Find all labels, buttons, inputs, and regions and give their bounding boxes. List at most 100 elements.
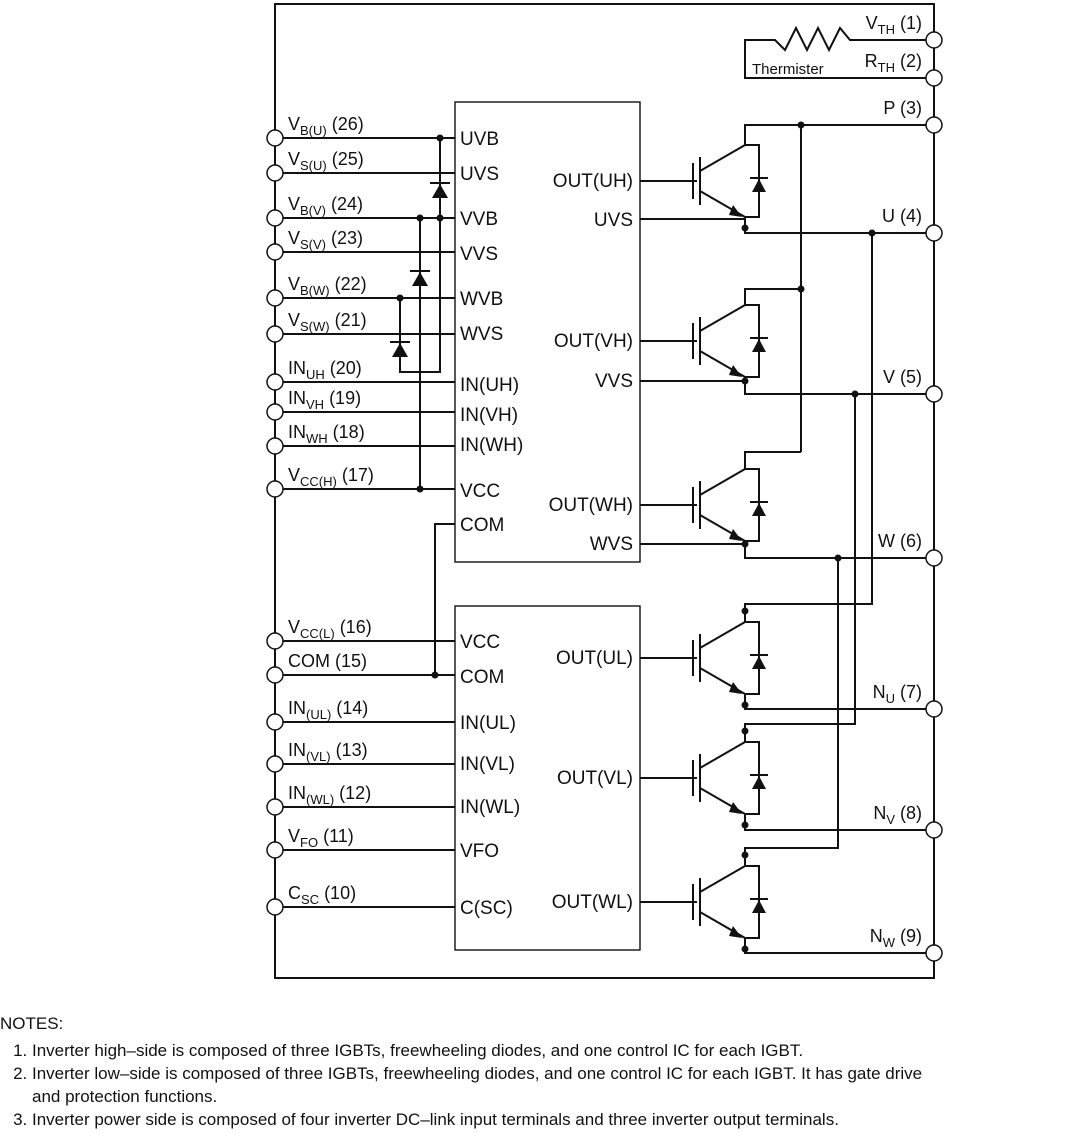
notes-section: NOTES: Inverter high–side is composed of… (0, 1012, 1080, 1131)
right-pin-labels: VTH (1)RTH (2)P (3)U (4)V (5)W (6)NU (7)… (865, 13, 922, 950)
right-pin-label: W (6) (878, 531, 922, 551)
high-side-ic (454, 101, 641, 563)
right-terminals (925, 31, 943, 962)
module-circuit-diagram: Thermister (266, 3, 943, 979)
right-terminal (925, 549, 943, 567)
left-terminal (266, 243, 284, 261)
left-pin-label: IN(WL) (12) (288, 783, 371, 807)
right-pin-label: NW (9) (870, 926, 922, 950)
ic-output-label: OUT(WH) (549, 495, 633, 516)
left-pin-label: VS(W) (21) (288, 310, 367, 334)
left-pin-label: IN(UL) (14) (288, 698, 368, 722)
ic-output-label: OUT(UL) (556, 648, 633, 669)
ic-input-label: IN(WL) (460, 797, 520, 818)
left-terminal (266, 289, 284, 307)
notes-list: Inverter high–side is composed of three … (0, 1039, 1080, 1131)
left-pin-label: INWH (18) (288, 422, 365, 446)
left-terminal (266, 798, 284, 816)
ic-input-label: VVS (460, 244, 498, 265)
left-pin-labels: VB(U) (26) VS(U) (25) VB(V) (24) VS(V) (23)… (288, 114, 374, 907)
left-terminal (266, 325, 284, 343)
left-pin-label: VCC(L) (16) (288, 617, 372, 641)
ic-input-label: COM (460, 515, 504, 536)
left-terminal (266, 373, 284, 391)
ic-input-label: IN(VL) (460, 754, 515, 775)
right-terminal (925, 821, 943, 839)
right-terminal (925, 224, 943, 242)
left-terminal (266, 898, 284, 916)
ic-output-label: OUT(UH) (553, 171, 633, 192)
ic-input-label: UVS (460, 164, 499, 185)
left-pin-label: VS(V) (23) (288, 228, 363, 252)
left-terminal (266, 164, 284, 182)
ic-output-label: OUT(VL) (557, 768, 633, 789)
ic-input-label: IN(UH) (460, 375, 519, 396)
ic-input-label: COM (460, 667, 504, 688)
left-terminal (266, 632, 284, 650)
left-pin-label: VB(W) (22) (288, 274, 367, 298)
left-terminal (266, 480, 284, 498)
notes-title: NOTES: (0, 1014, 64, 1033)
ic-output-label: OUT(VH) (554, 331, 633, 352)
right-terminal (925, 385, 943, 403)
left-pin-label: VB(U) (26) (288, 114, 364, 138)
ic-input-label: IN(UL) (460, 713, 516, 734)
left-pin-label: INVH (19) (288, 388, 361, 412)
ic-output-label: WVS (590, 534, 633, 555)
left-terminal (266, 129, 284, 147)
right-pin-label: NU (7) (873, 682, 922, 706)
left-pin-label: COM (15) (288, 651, 367, 671)
left-pin-label: INUH (20) (288, 358, 362, 382)
left-pin-label: IN(VL) (13) (288, 740, 368, 764)
right-pin-label: RTH (2) (865, 51, 922, 75)
bootstrap-diode-w (392, 343, 408, 357)
left-terminal (266, 209, 284, 227)
thermistor-label: Thermister (752, 61, 824, 78)
ic-output-label: VVS (595, 371, 633, 392)
right-pin-label: P (3) (883, 98, 922, 118)
ic-input-label: VCC (460, 481, 500, 502)
bootstrap-diodes (390, 134, 450, 679)
left-pin-label: VS(U) (25) (288, 149, 364, 173)
ic-input-label: IN(VH) (460, 405, 518, 426)
note-item: Inverter power side is composed of four … (32, 1108, 1080, 1131)
ic-input-label: IN(WH) (460, 435, 523, 456)
left-terminal (266, 841, 284, 859)
bootstrap-diode-u (432, 184, 448, 198)
left-pin-label: VB(V) (24) (288, 194, 363, 218)
right-terminal (925, 116, 943, 134)
igbt-stages (640, 121, 934, 954)
left-pin-label: VCC(H) (17) (288, 465, 374, 489)
right-pin-label: VTH (1) (866, 13, 922, 37)
bootstrap-diode-v (412, 272, 428, 286)
ic-input-label: VCC (460, 632, 500, 653)
left-pin-wires (275, 137, 455, 908)
ic-input-label: C(SC) (460, 898, 513, 919)
ic-input-label: WVS (460, 324, 503, 345)
right-terminal (925, 944, 943, 962)
left-pin-label: CSC (10) (288, 883, 356, 907)
right-pin-label: V (5) (883, 367, 922, 387)
ic-input-label: VVB (460, 209, 498, 230)
thermistor: Thermister (744, 25, 934, 79)
low-side-ic-pin-labels: VCC COM IN(UL) IN(VL) IN(WL) VFO C(SC) OUT(UL) O… (460, 632, 633, 919)
ic-input-label: UVB (460, 129, 499, 150)
right-pin-label: NV (8) (873, 803, 922, 827)
ic-output-label: UVS (594, 210, 633, 231)
right-terminal (925, 700, 943, 718)
left-terminal (266, 666, 284, 684)
note-item-continued: and protection functions. (32, 1087, 218, 1106)
high-side-ic-pin-labels: UVBUVSVVBVVSWVBWVSIN(UH)IN(VH)IN(WH)VCCC… (460, 129, 633, 555)
ic-input-label: VFO (460, 841, 499, 862)
low-side-ic (454, 605, 641, 951)
note-item: Inverter high–side is composed of three … (32, 1039, 1080, 1062)
right-terminal (925, 31, 943, 49)
left-pin-label: VFO (11) (288, 826, 354, 850)
left-terminal (266, 713, 284, 731)
right-terminal (925, 69, 943, 87)
left-terminal (266, 755, 284, 773)
left-terminal (266, 437, 284, 455)
note-item: Inverter low–side is composed of three I… (32, 1062, 1080, 1085)
ic-output-label: OUT(WL) (552, 892, 633, 913)
left-terminals (266, 129, 284, 916)
